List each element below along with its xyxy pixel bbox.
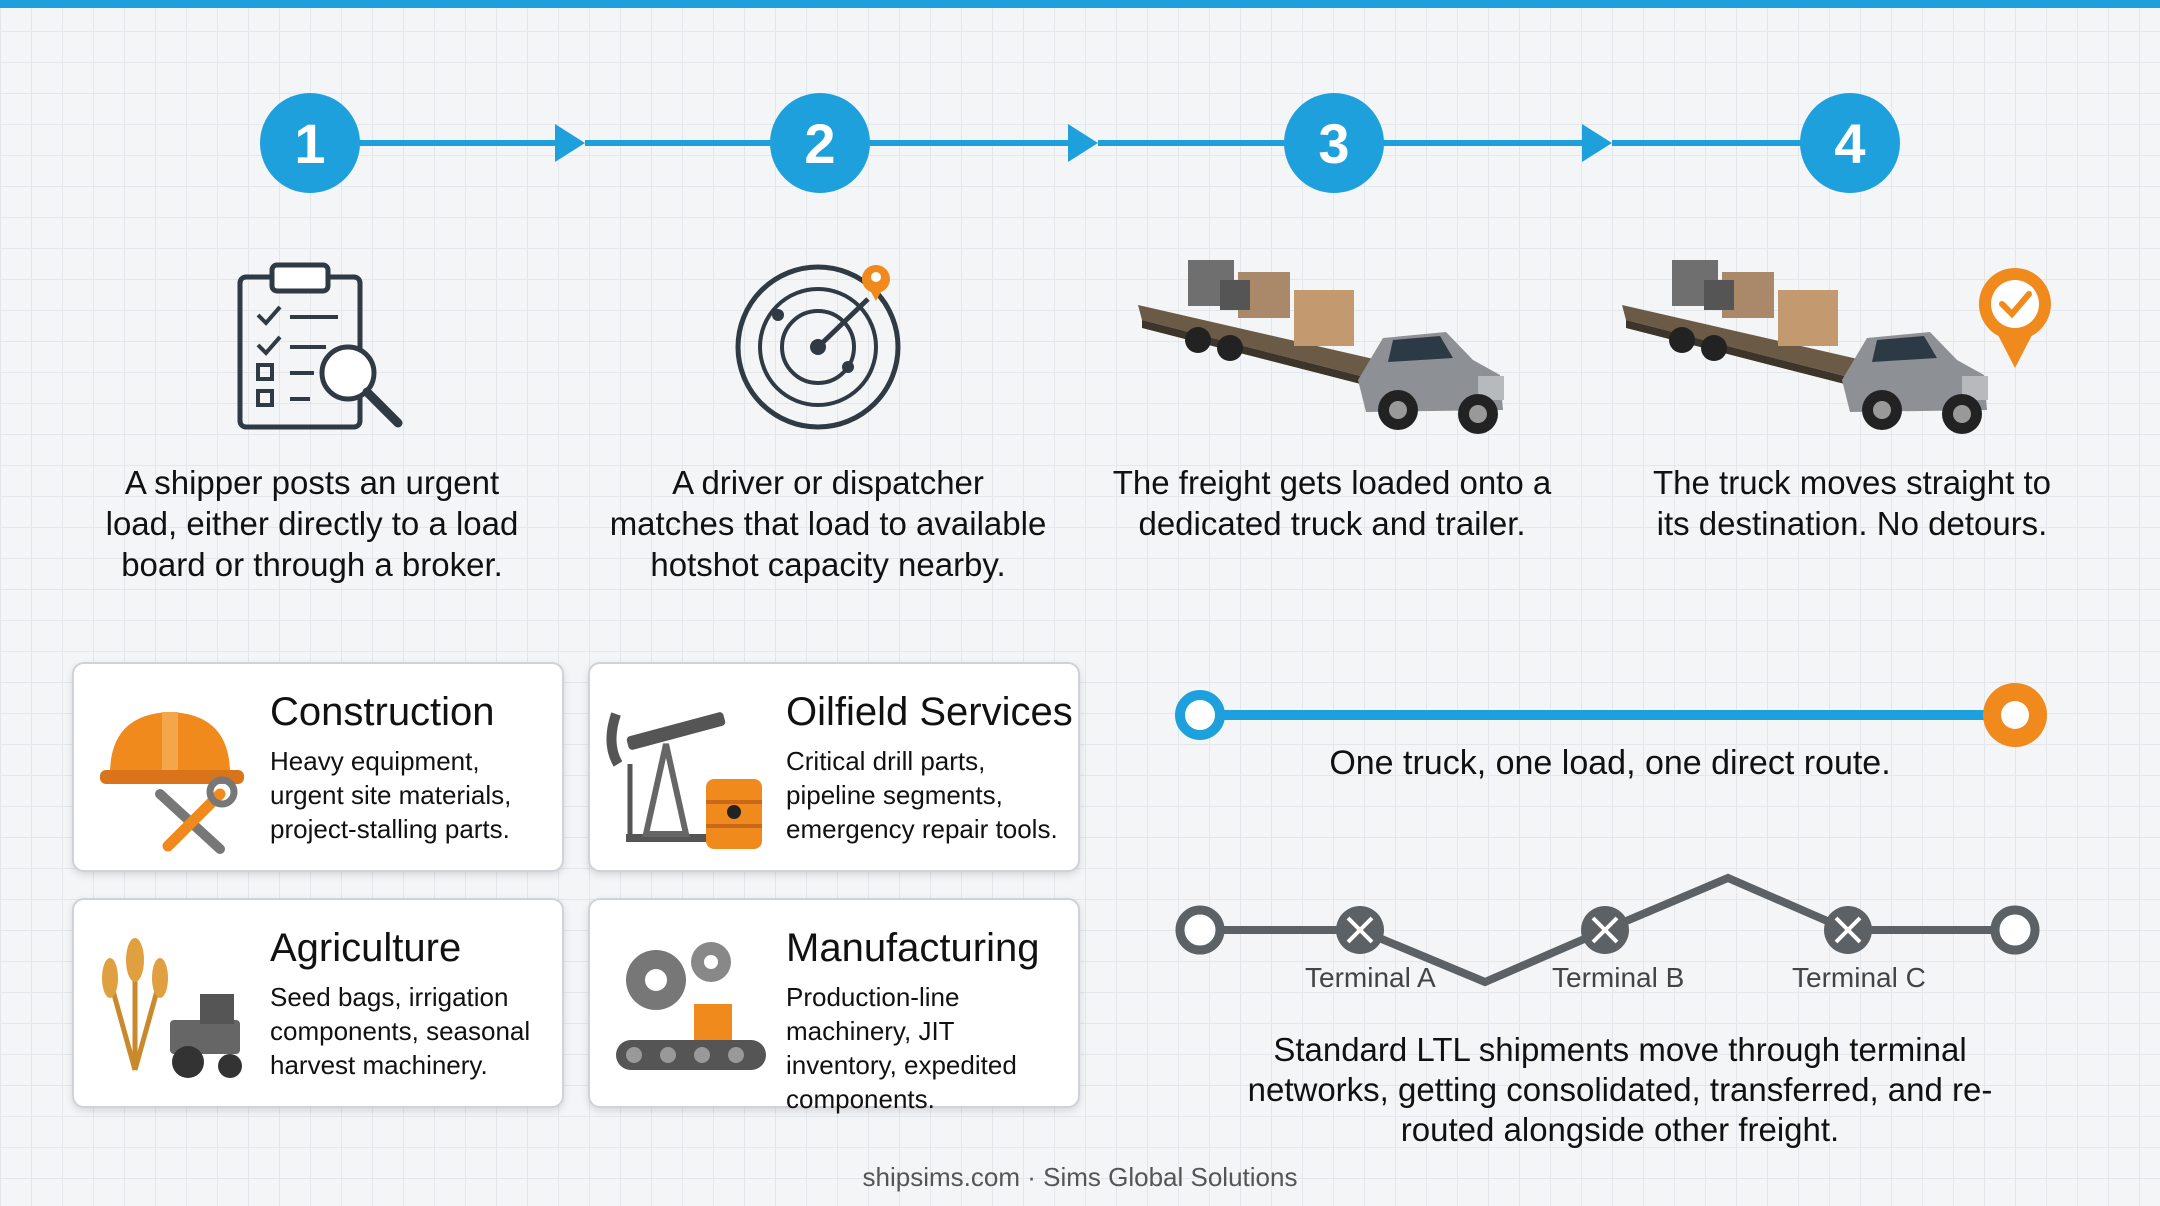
step-4-number: 4 <box>1800 93 1900 193</box>
card-title: Agriculture <box>270 926 462 970</box>
terminal-a-node <box>1336 906 1384 954</box>
ltl-route-line <box>1175 873 2040 987</box>
ltl-destination-node <box>1990 905 2040 955</box>
card-title: Manufacturing <box>786 926 1040 970</box>
ltl-origin-node <box>1175 905 1225 955</box>
timeline-arrow <box>1582 124 1612 162</box>
clipboard-search-icon <box>237 262 403 430</box>
terminal-a-label: Terminal A <box>1305 962 1436 993</box>
industry-card-agriculture: Agriculture Seed bags, irrigation compon… <box>72 898 564 1108</box>
top-accent-bar <box>0 0 2160 8</box>
card-description: Production-line machinery, JIT inventory… <box>786 982 1017 1114</box>
ltl-route-caption: Standard LTL shipments move through term… <box>1247 1031 1993 1148</box>
card-description: Seed bags, irrigation components, season… <box>270 982 531 1080</box>
timeline-connector <box>585 140 775 146</box>
step-3-text: The freight gets loaded onto a dedicated… <box>1112 464 1552 542</box>
card-title: Oilfield Services <box>786 690 1073 734</box>
timeline-connector <box>1612 140 1804 146</box>
hardhat-tools-icon <box>100 712 244 854</box>
pumpjack-barrel-icon <box>606 712 762 849</box>
timeline-arrow <box>555 124 585 162</box>
gears-conveyor-icon <box>616 942 766 1070</box>
terminal-b-label: Terminal B <box>1552 962 1685 993</box>
step-2-number: 2 <box>770 93 870 193</box>
industry-card-construction: Construction Heavy equipment, urgent sit… <box>72 662 564 872</box>
step-1-text: A shipper posts an urgent load, either d… <box>105 464 519 583</box>
terminal-b-node <box>1581 906 1629 954</box>
card-description: Heavy equipment, urgent site materials, … <box>270 746 512 844</box>
step-3-number: 3 <box>1284 93 1384 193</box>
terminal-c-node <box>1824 906 1872 954</box>
pickup-truck-trailer-icon <box>1138 260 1504 434</box>
timeline-connector <box>1098 140 1288 146</box>
timeline-arrow <box>1068 124 1098 162</box>
industry-card-manufacturing: Manufacturing Production-line machinery,… <box>588 898 1080 1114</box>
step-4-text: The truck moves straight to its destinat… <box>1653 464 2051 542</box>
footer-credit: shipsims.com · Sims Global Solutions <box>862 1162 1298 1192</box>
direct-route-line <box>1175 683 2047 747</box>
direct-route-caption: One truck, one load, one direct route. <box>1329 744 1891 782</box>
radar-icon <box>735 264 901 430</box>
step-1-number: 1 <box>260 93 360 193</box>
truck-destination-pin-icon <box>1622 260 2051 434</box>
wheat-tractor-icon <box>102 938 242 1078</box>
card-title: Construction <box>270 690 495 734</box>
step-2-text: A driver or dispatcher matches that load… <box>609 464 1047 583</box>
timeline-connector <box>350 140 560 146</box>
timeline-connector <box>865 140 1075 146</box>
terminal-c-label: Terminal C <box>1792 962 1926 993</box>
card-description: Critical drill parts, pipeline segments,… <box>786 746 1058 844</box>
industry-card-oilfield: Oilfield Services Critical drill parts, … <box>588 662 1080 872</box>
route-origin-node <box>1175 690 1225 740</box>
timeline-connector <box>1380 140 1590 146</box>
